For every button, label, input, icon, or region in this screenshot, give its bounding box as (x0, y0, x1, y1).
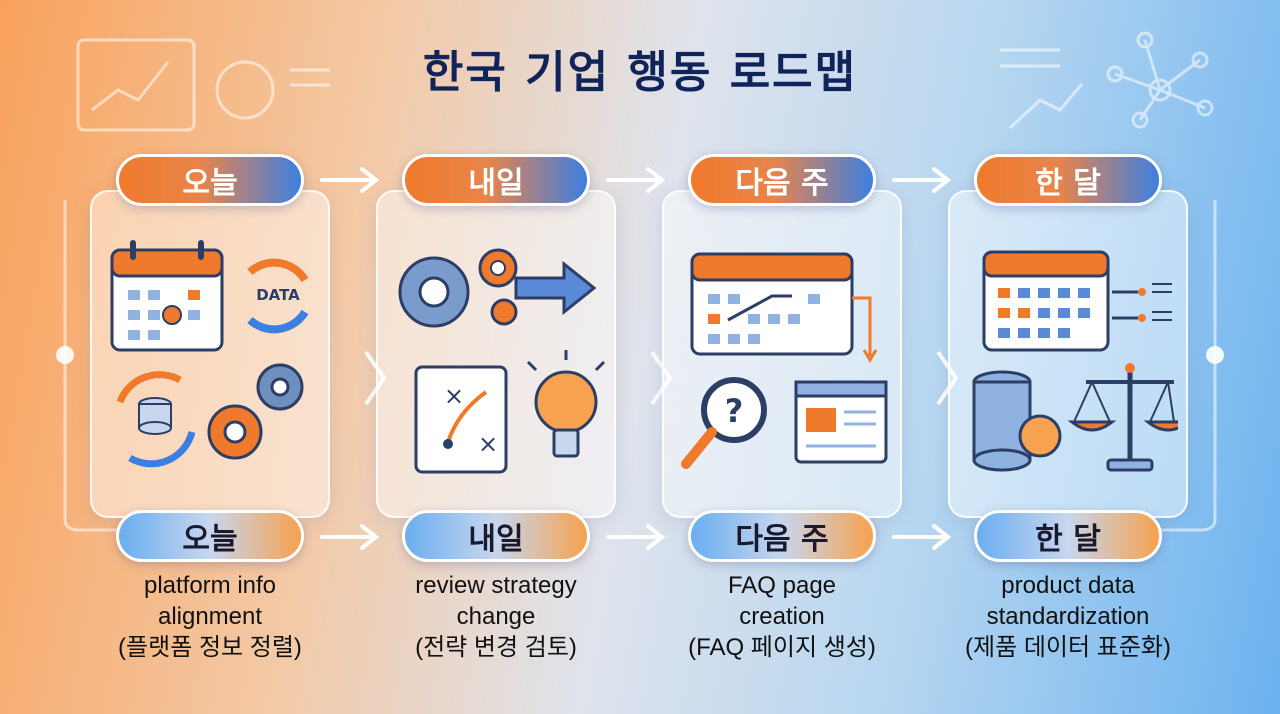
arrow-right-icon (320, 167, 380, 193)
step-caption: FAQ page creation (FAQ 페이지 생성) (642, 570, 922, 663)
caption-en-line-1: platform info (143, 572, 277, 599)
step-label-bottom: 한 달 (974, 510, 1162, 562)
svg-text:×: × (478, 430, 498, 458)
caption-en-line-2: alignment (157, 603, 263, 630)
step-one-month: 한 달 한 달 (948, 0, 1208, 714)
strategy-map-icon: × × (414, 365, 508, 474)
caption-en-line-1: product data (1001, 572, 1135, 599)
arrow-right-icon (606, 167, 666, 193)
step-label-bottom: 내일 (402, 510, 590, 562)
gears-icon (207, 363, 304, 460)
svg-text:×: × (444, 382, 464, 410)
caption-en-line-2: change (456, 603, 536, 630)
caption-en-line-2: standardization (986, 603, 1150, 630)
step-today: 오늘 DATA 오늘 pl (90, 0, 350, 714)
gears-arrow-icon (398, 248, 597, 328)
lightbulb-icon (526, 350, 606, 458)
timeline-calendar-icon (690, 252, 878, 363)
step-next-week: 다음 주 ? 다음 주 FAQ page creation (662, 0, 922, 714)
arrow-right-icon (606, 524, 666, 550)
arrow-right-icon (892, 167, 952, 193)
database-icon (972, 370, 1062, 472)
step-icons (972, 250, 1178, 472)
step-icons: DATA (110, 240, 309, 468)
web-page-icon (794, 380, 888, 464)
data-sync-icon: DATA (247, 258, 309, 334)
step-caption: platform info alignment (플랫폼 정보 정렬) (70, 570, 350, 663)
caption-en-line-1: review strategy (415, 572, 577, 599)
step-label-top: 내일 (402, 154, 590, 206)
question-mark-text: ? (725, 392, 744, 430)
database-sync-icon (116, 371, 196, 468)
step-icons: × × (398, 248, 606, 474)
chevron-right-icon (650, 350, 673, 406)
step-label-bottom: 오늘 (116, 510, 304, 562)
caption-ko: (플랫폼 정보 정렬) (118, 634, 302, 661)
step-label-top: 오늘 (116, 154, 304, 206)
step-label-top: 다음 주 (688, 154, 876, 206)
chevron-right-icon (936, 350, 959, 406)
chevron-right-icon (364, 350, 387, 406)
caption-ko: (FAQ 페이지 생성) (688, 634, 876, 661)
step-tomorrow: 내일 × × 내일 review strategy change (전략 (376, 0, 636, 714)
step-label-bottom: 다음 주 (688, 510, 876, 562)
balance-scale-icon (1067, 363, 1178, 472)
calendar-grid-icon (982, 250, 1172, 352)
step-caption: review strategy change (전략 변경 검토) (356, 570, 636, 663)
calendar-icon (110, 240, 224, 352)
arrow-right-icon (892, 524, 952, 550)
caption-ko: (전략 변경 검토) (415, 634, 577, 661)
step-label-top: 한 달 (974, 154, 1162, 206)
page-title: 한국 기업 행동 로드맵 (422, 47, 858, 98)
step-icons: ? (681, 252, 888, 469)
arrow-right-icon (320, 524, 380, 550)
caption-en-line-2: creation (739, 603, 825, 630)
caption-en-line-1: FAQ page (727, 572, 837, 599)
data-badge-text: DATA (256, 286, 300, 304)
caption-ko: (제품 데이터 표준화) (965, 634, 1171, 661)
question-magnifier-icon: ? (681, 377, 767, 469)
step-caption: product data standardization (제품 데이터 표준화… (928, 570, 1208, 663)
